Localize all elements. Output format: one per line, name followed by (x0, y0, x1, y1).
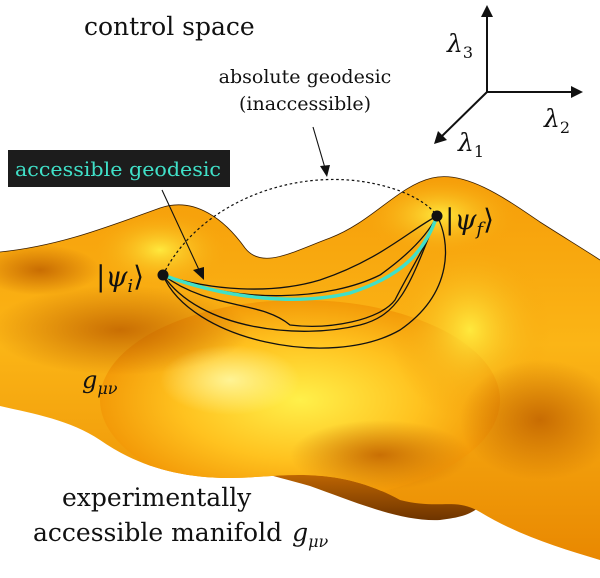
axis-lambda1-arrowhead (434, 131, 447, 144)
absolute-geodesic-pointer (312, 126, 326, 169)
axis-lambda1 (439, 91, 488, 139)
candidate-path-upper (162, 215, 438, 290)
axis-lambda3-arrowhead (481, 5, 493, 17)
psi-i-ket: |ψi⟩ (96, 260, 144, 297)
accessible-geodesic-path (161, 214, 439, 301)
candidate-path-wiggle (162, 215, 438, 327)
accessible-geodesic-label: accessible geodesic (15, 157, 221, 181)
accessible-geodesic-label-box (8, 150, 230, 187)
accessible-geodesic-pointer (161, 189, 201, 273)
accessible-geodesic-arrowhead (193, 267, 204, 280)
absolute-geodesic-arrowhead (320, 165, 330, 177)
psi-f-point (431, 210, 443, 222)
axis-lambda2-arrowhead (571, 86, 583, 98)
absolute-geodesic-label: absolute geodesic (219, 66, 392, 88)
metric-label-surface: gμν (82, 366, 118, 398)
control-axes (439, 12, 575, 139)
pointer-arrows (161, 126, 330, 280)
candidate-path-outer (162, 215, 447, 349)
psi-f-ket: |ψf⟩ (445, 203, 494, 240)
psi-i-point (157, 269, 169, 281)
absolute-geodesic-path (162, 178, 438, 276)
manifold-outline (0, 176, 600, 261)
axis-lambda2-label: λ2 (543, 104, 570, 137)
axis-lambda3-label: λ3 (446, 29, 473, 62)
axis-lambda1-label: λ1 (457, 128, 484, 161)
control-space-label: control space (84, 12, 255, 41)
candidate-path-mid (162, 215, 438, 332)
manifold-underside (255, 470, 480, 521)
inaccessible-label: (inaccessible) (239, 93, 371, 115)
manifold-caption-line1: experimentally (62, 483, 252, 512)
